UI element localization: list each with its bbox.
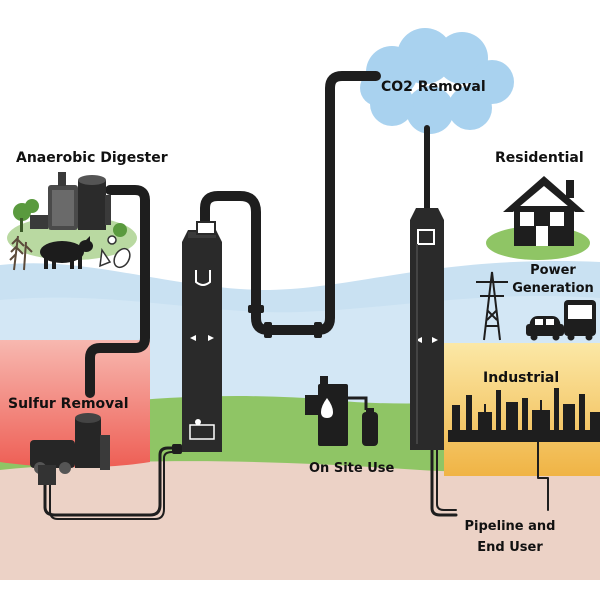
- pipe-sulfur-to-column1-inner: [49, 451, 181, 520]
- sulfur-removal-label: Sulfur Removal: [8, 396, 129, 412]
- power-generation-label-line1: Power: [530, 263, 576, 278]
- industrial-label: Industrial: [483, 370, 560, 386]
- on-site-tank-icon: [305, 376, 378, 446]
- cow-icon: [40, 236, 93, 269]
- pipe-digester-to-sulfur: [85, 185, 150, 398]
- sulfur-scrubber-icon: [30, 413, 110, 485]
- pipeline-label-line2: End User: [477, 540, 543, 555]
- pipe-column1-to-co2: [200, 71, 381, 335]
- food-waste-icon: [99, 235, 131, 269]
- anaerobic-digester-icon: [30, 172, 111, 230]
- co2-removal-label: CO2 Removal: [381, 79, 486, 95]
- pipe-network: [43, 71, 549, 520]
- refinery-skyline-icon: [448, 388, 600, 442]
- power-generation-label: Power Generation: [512, 262, 594, 298]
- power-tower-icon: [476, 271, 508, 341]
- pipe-to-industrial: [537, 429, 549, 511]
- purification-column-1: [182, 221, 222, 452]
- house-icon: [503, 176, 585, 246]
- digester-vegetation: [13, 199, 127, 237]
- power-generation-label-line2: Generation: [512, 281, 594, 296]
- pipeline-end-user-label: Pipeline and End User: [458, 516, 562, 558]
- ground-band: [0, 461, 600, 580]
- purification-column-2: [410, 208, 444, 450]
- pipe-column2-to-pipeline: [430, 446, 458, 517]
- anaerobic-digester-label: Anaerobic Digester: [16, 150, 168, 166]
- pipe-joints: [172, 305, 322, 454]
- co2-cloud-icon: [360, 28, 514, 134]
- car-icon: [526, 316, 564, 341]
- wheat-icon: [9, 235, 33, 271]
- pipeline-label-line1: Pipeline and: [464, 519, 556, 534]
- pipe-column2-to-pipeline-inner: [436, 447, 457, 511]
- sulfur-removal-zone: [0, 340, 150, 468]
- on-site-use-label: On Site Use: [309, 461, 395, 476]
- bus-icon: [564, 300, 596, 341]
- pipe-sulfur-to-column1: [43, 446, 182, 517]
- residential-label: Residential: [495, 150, 584, 166]
